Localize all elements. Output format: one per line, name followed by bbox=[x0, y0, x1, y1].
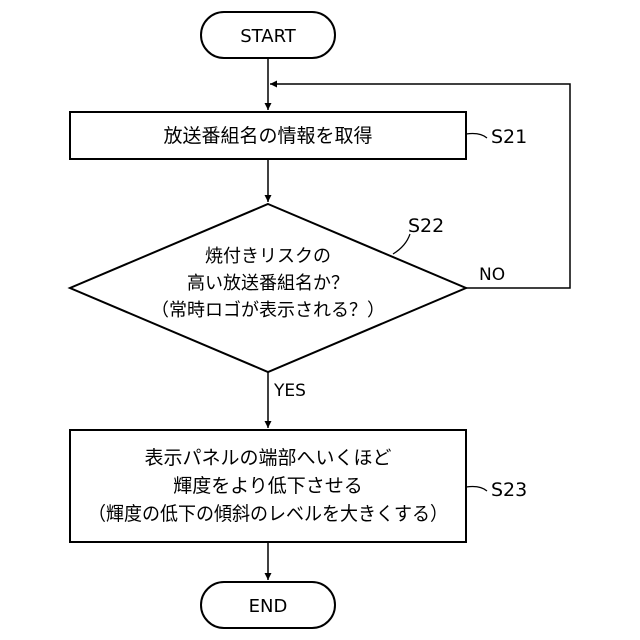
end-terminal: END bbox=[201, 582, 335, 628]
s21-leader-line bbox=[466, 134, 487, 139]
s22-step-id: S22 bbox=[408, 215, 444, 237]
process-box-s23: 表示パネルの端部へいくほど 輝度をより低下させる （輝度の低下の傾斜のレベルを大… bbox=[70, 430, 466, 542]
yes-branch-label: YES bbox=[273, 381, 306, 401]
s23-step-id: S23 bbox=[491, 479, 527, 501]
s23-text-line-3: （輝度の低下の傾斜のレベルを大きくする） bbox=[88, 503, 448, 525]
start-label: START bbox=[240, 26, 297, 47]
s23-text-line-2: 輝度をより低下させる bbox=[173, 475, 363, 497]
s21-text: 放送番組名の情報を取得 bbox=[163, 125, 372, 147]
no-branch-label: NO bbox=[479, 265, 505, 285]
decision-diamond-s22: 焼付きリスクの 高い放送番組名か？ （常時ロゴが表示される？） bbox=[70, 204, 466, 372]
start-terminal: START bbox=[201, 12, 335, 58]
s22-leader-line bbox=[393, 234, 410, 254]
s23-text-line-1: 表示パネルの端部へいくほど bbox=[144, 447, 391, 469]
s22-text-line-2: 高い放送番組名か？ bbox=[187, 273, 349, 294]
s22-text-line-3: （常時ロゴが表示される？） bbox=[151, 300, 385, 321]
s21-step-id: S21 bbox=[491, 126, 527, 148]
s23-leader-line bbox=[466, 487, 487, 492]
s22-text-line-1: 焼付きリスクの bbox=[205, 246, 331, 267]
process-box-s21: 放送番組名の情報を取得 bbox=[70, 112, 466, 159]
end-label: END bbox=[249, 596, 288, 617]
